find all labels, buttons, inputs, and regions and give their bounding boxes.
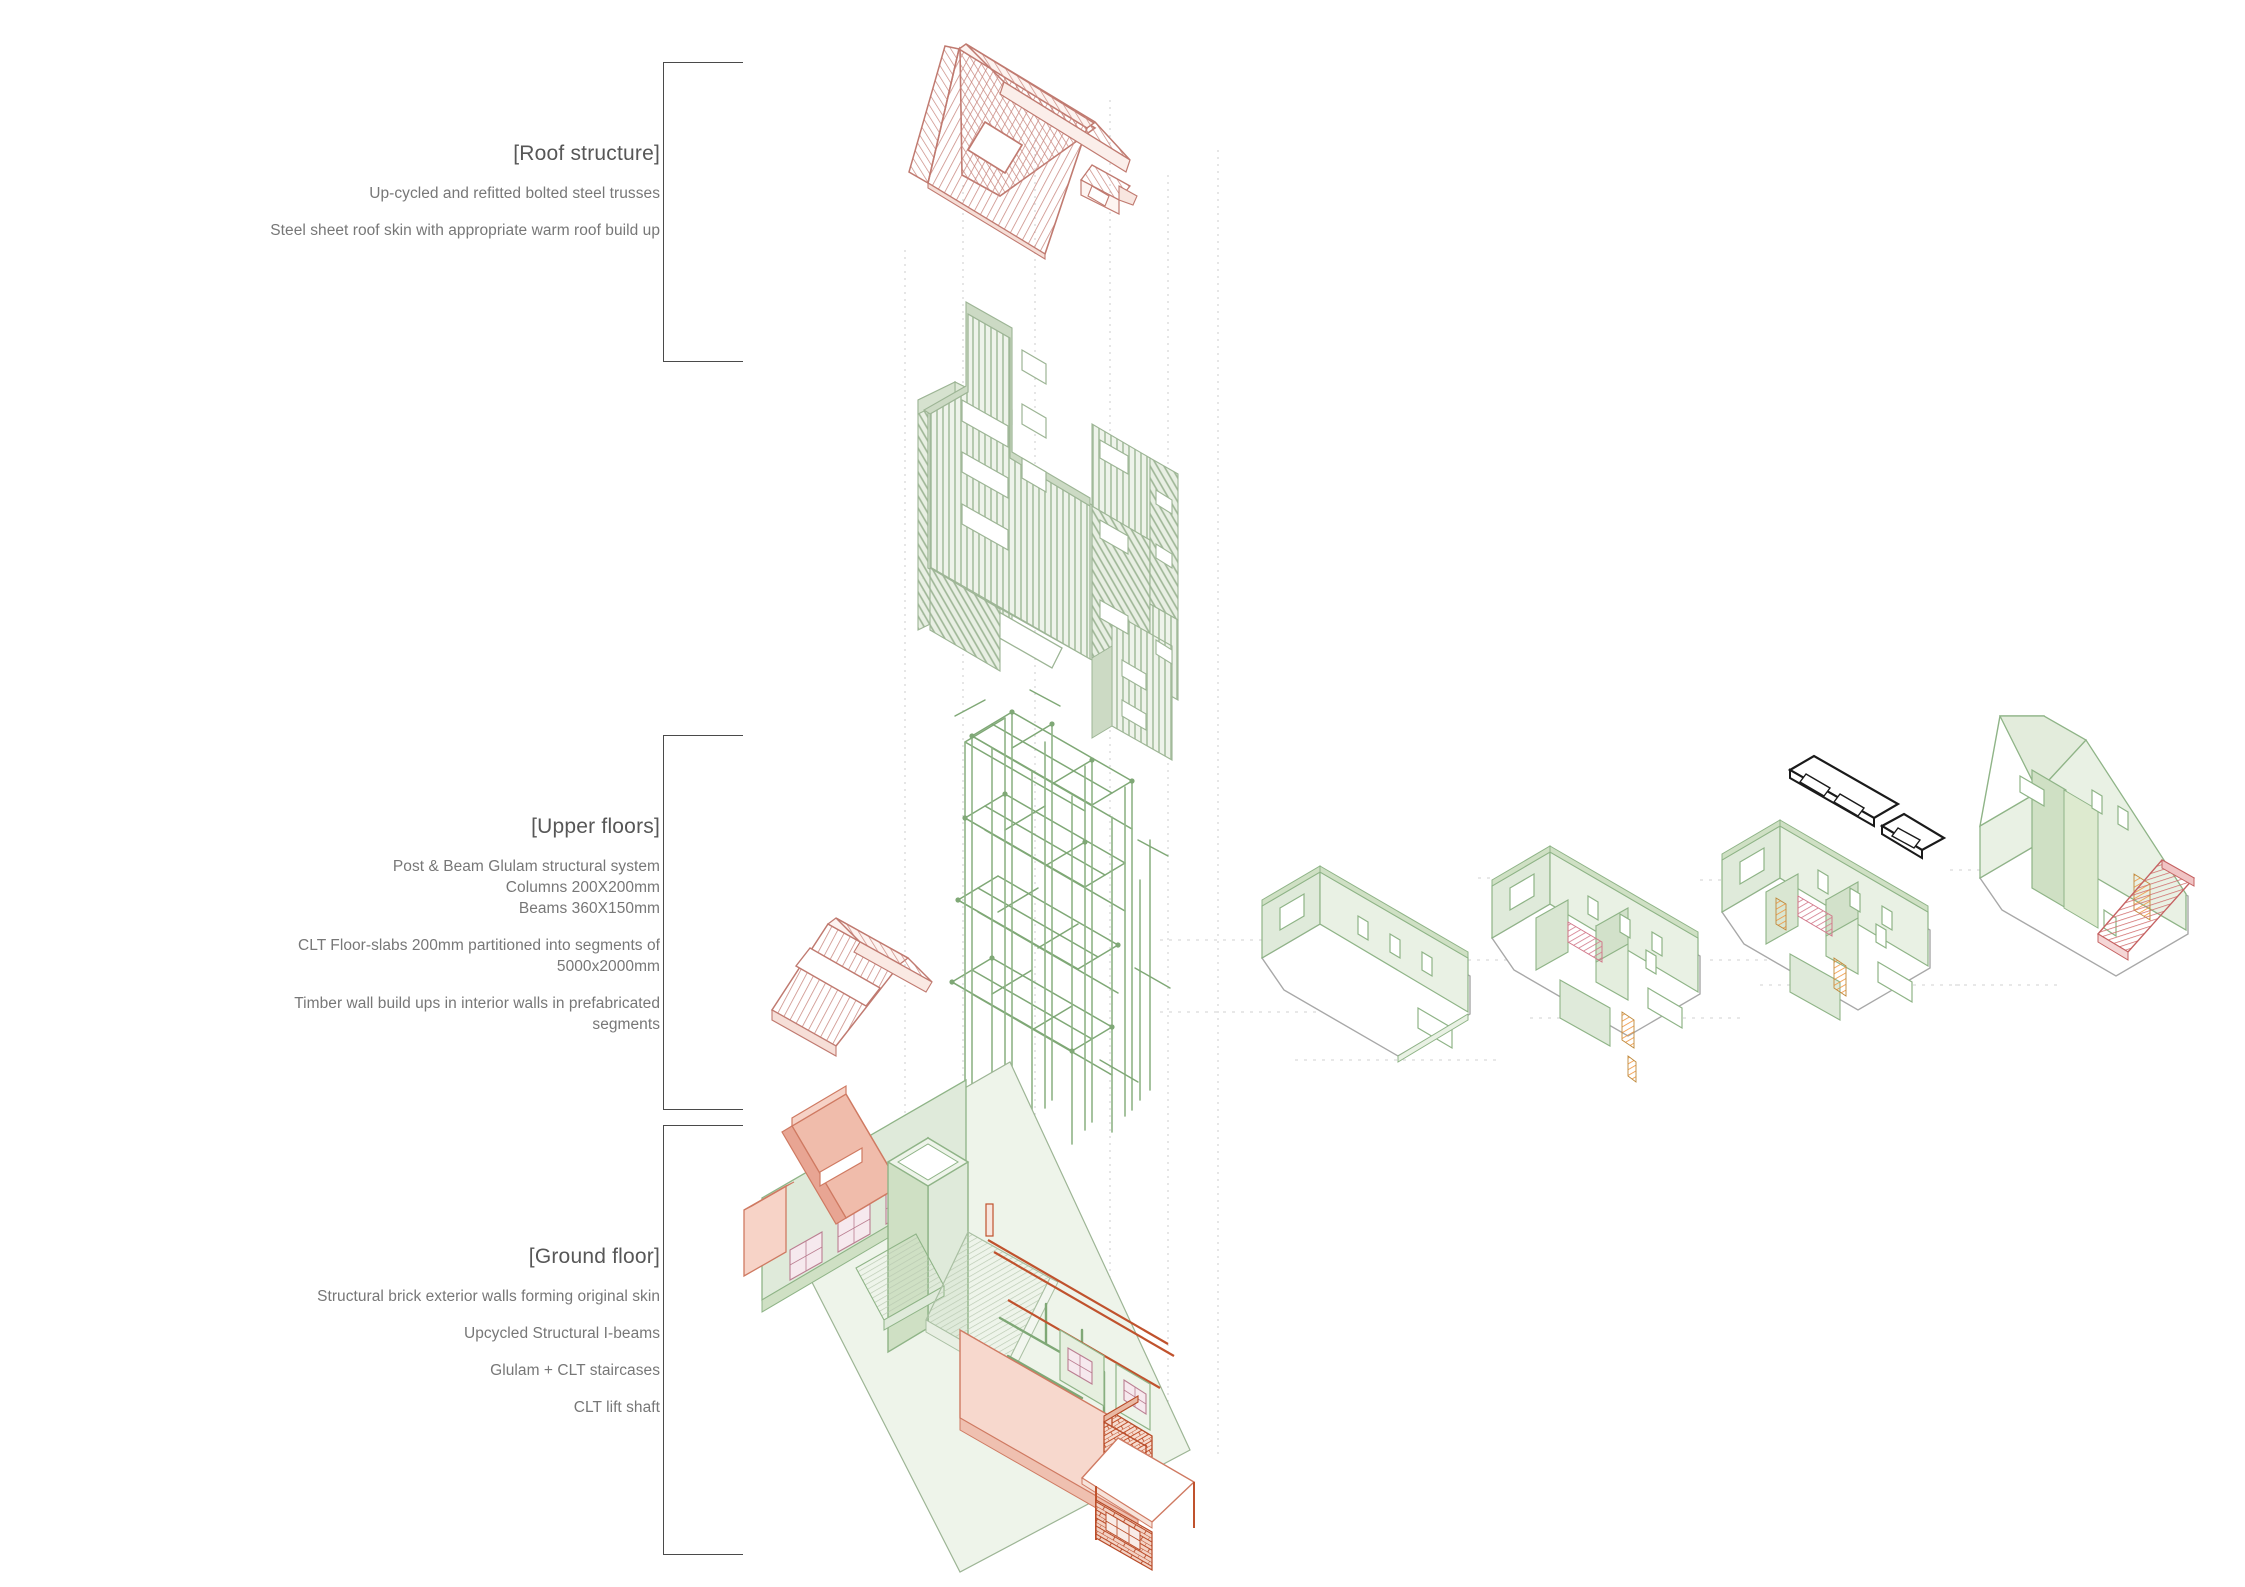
annotation-line-ground-1: Upcycled Structural I-beams xyxy=(463,1324,660,1342)
annotation-title-ground: [Ground floor] xyxy=(528,1245,660,1268)
unit-module-3 xyxy=(1720,754,1947,1021)
unit-module-2 xyxy=(1490,845,1701,1083)
bracket-roof-structure xyxy=(663,62,743,362)
annotation-line-upper-0: Post & Beam Glulam structural system Col… xyxy=(392,858,660,917)
annotation-title-upper: [Upper floors] xyxy=(531,815,660,838)
bracket-upper-floors xyxy=(663,735,743,1110)
annotation-line-roof-0: Up-cycled and refitted bolted steel trus… xyxy=(369,185,660,202)
glulam-columns xyxy=(964,711,1151,1145)
annotation-line-ground-0: Structural brick exterior walls forming … xyxy=(317,1288,660,1305)
layer-roof-assembly xyxy=(908,43,1138,260)
layer-timber-wall-panels xyxy=(917,301,1179,761)
staircase-upper xyxy=(855,1233,945,1331)
unit-module-4 xyxy=(1978,715,2196,977)
bracket-ground-floor xyxy=(663,1125,743,1555)
rose-accent-rail xyxy=(1567,921,1603,963)
annotation-ground-floor: [Ground floor] Structural brick exterior… xyxy=(200,1245,660,1419)
annotation-line-roof-1: Steel sheet roof skin with appropriate w… xyxy=(270,221,660,239)
layer-detached-roof-segment xyxy=(770,917,933,1057)
annotation-line-ground-3: CLT lift shaft xyxy=(573,1398,660,1416)
annotation-roof-structure: [Roof structure] Up-cycled and refitted … xyxy=(200,142,660,242)
annotation-line-upper-2: Timber wall build ups in interior walls … xyxy=(294,994,660,1033)
annotation-upper-floors: [Upper floors] Post & Beam Glulam struct… xyxy=(200,815,660,1035)
glulam-beam-grid xyxy=(951,711,1133,1076)
layer-glulam-frame xyxy=(949,689,1171,1145)
unit-module-1 xyxy=(1260,865,1471,1063)
balcony-railing xyxy=(2096,859,2196,961)
skylight-frame xyxy=(1787,754,1947,860)
annotation-line-ground-2: Glulam + CLT staircases xyxy=(490,1361,660,1379)
annotation-title-roof: [Roof structure] xyxy=(513,142,660,165)
annotation-line-upper-1: CLT Floor-slabs 200mm partitioned into s… xyxy=(297,936,660,975)
projection-lines xyxy=(904,100,1219,1455)
layer-ground-floor-assembly xyxy=(743,1061,1196,1573)
roof-dormer xyxy=(1080,164,1138,215)
